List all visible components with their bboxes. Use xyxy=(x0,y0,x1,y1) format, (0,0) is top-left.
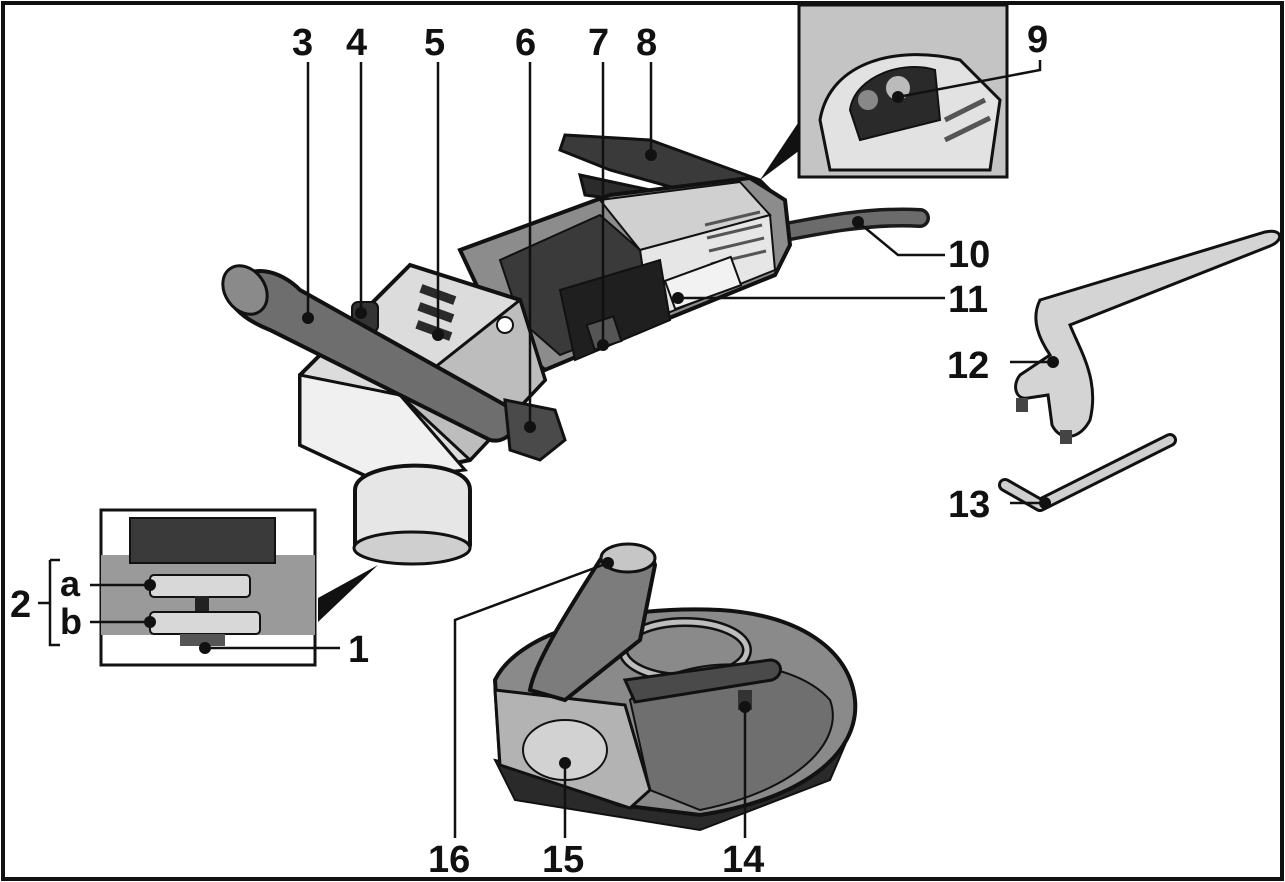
switch-detail-inset xyxy=(760,3,1009,180)
callout-15: 15 xyxy=(542,839,584,881)
screw xyxy=(496,316,514,334)
callout-dots xyxy=(144,91,1059,769)
callout-16: 16 xyxy=(428,839,470,881)
leader-lines xyxy=(38,60,1053,838)
dust-extraction-guard xyxy=(492,542,858,832)
callout-12: 12 xyxy=(947,345,989,387)
two-pin-spanner xyxy=(1014,229,1281,444)
grip-area xyxy=(558,258,672,362)
callout-8: 8 xyxy=(636,22,657,64)
callout-2: 2 xyxy=(10,584,31,626)
flange-detail-inset xyxy=(99,508,378,667)
callout-10: 10 xyxy=(948,234,990,276)
callout-1: 1 xyxy=(348,629,369,671)
callout-4: 4 xyxy=(346,22,367,64)
clamp-lever xyxy=(622,658,782,704)
callout-14: 14 xyxy=(722,839,764,881)
angle-grinder xyxy=(221,133,930,566)
callout-9: 9 xyxy=(1027,19,1048,61)
callout-6: 6 xyxy=(515,22,536,64)
callout-3: 3 xyxy=(292,22,313,64)
hex-key xyxy=(998,433,1177,512)
callout-11: 11 xyxy=(948,279,988,321)
callout-13: 13 xyxy=(948,484,990,526)
callout-7: 7 xyxy=(588,22,609,64)
callout-5: 5 xyxy=(424,22,445,64)
callout-2a: a xyxy=(60,563,81,604)
callout-2b: b xyxy=(60,601,82,642)
